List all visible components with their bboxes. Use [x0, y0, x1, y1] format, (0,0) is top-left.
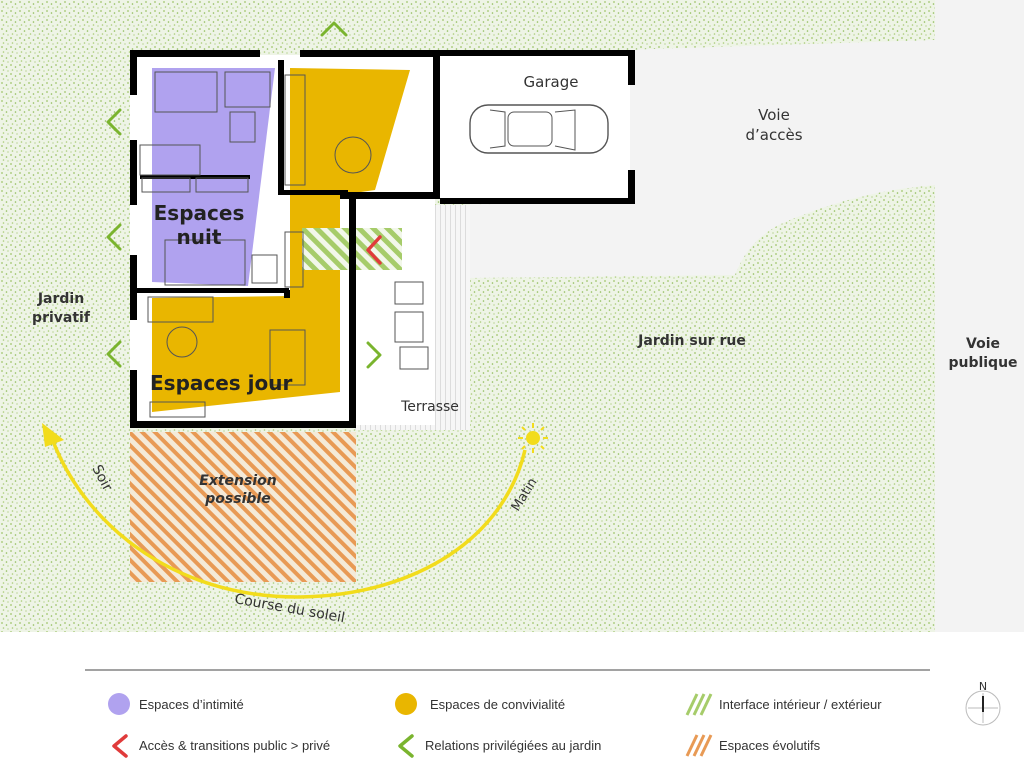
sun-icon [518, 423, 548, 453]
sun-arrow-head-icon [42, 423, 64, 447]
garden-relation-chevron-icon [106, 340, 122, 368]
compass-north-label: N [979, 680, 987, 693]
furniture [139, 71, 429, 418]
access-chevron-icon [366, 235, 382, 265]
legend-conviviality-label: Espaces de convivialité [430, 697, 565, 712]
garden-relation-chevron-icon [366, 341, 382, 369]
purple-disc-icon [108, 693, 130, 715]
legend-intimacy-label: Espaces d’intimité [139, 697, 244, 712]
legend-garden-relation-label: Relations privilégiées au jardin [425, 738, 601, 753]
green-chevron-icon [398, 734, 414, 758]
window-openings [130, 95, 137, 370]
street-garden-label: Jardin sur rue [637, 333, 746, 349]
car-icon [469, 104, 609, 154]
garden-relation-chevron-icon [320, 21, 348, 37]
compass-icon [965, 690, 1001, 726]
terrace-label: Terrasse [400, 399, 459, 415]
legend-evolutive-label: Espaces évolutifs [719, 738, 821, 753]
red-chevron-icon [112, 734, 128, 758]
garden-relation-chevron-icon [106, 108, 122, 136]
garage-label: Garage [524, 73, 579, 91]
extension-area [130, 432, 356, 582]
green-hatch-icon [685, 693, 713, 716]
sun-course-arc [48, 432, 527, 599]
public-road-strip [935, 0, 1024, 632]
day-label: Espaces jour [150, 371, 293, 395]
orange-hatch-icon [685, 734, 713, 757]
legend-access-label: Accès & transitions public > privé [139, 738, 330, 753]
garden-relation-chevron-icon [106, 223, 122, 251]
legend-interface-label: Interface intérieur / extérieur [719, 697, 882, 712]
yellow-disc-icon [395, 693, 417, 715]
day-zone [152, 68, 410, 412]
garage-walls [440, 50, 635, 204]
